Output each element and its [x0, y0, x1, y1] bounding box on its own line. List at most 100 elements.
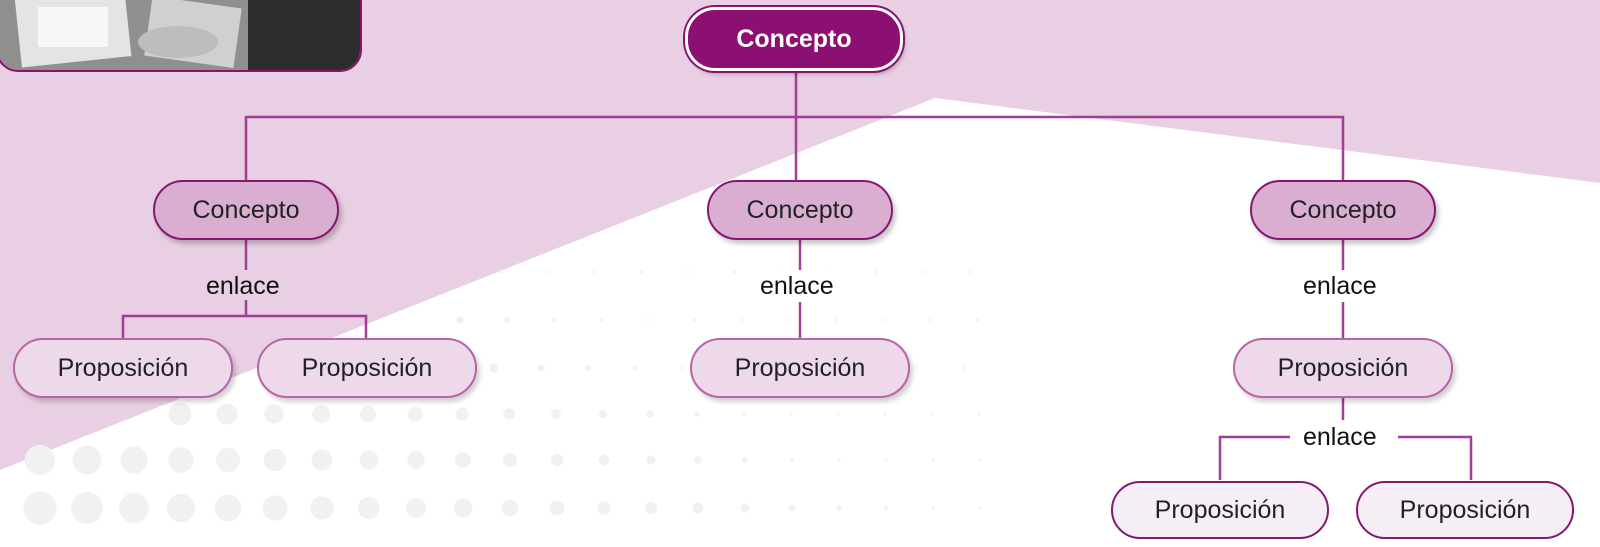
proposition-node-2: Proposición	[690, 338, 910, 398]
link-label-1: enlace	[206, 272, 280, 300]
decorative-dot	[644, 501, 658, 515]
decorative-dot	[639, 270, 643, 274]
link-label-2: enlace	[754, 271, 840, 301]
decorative-dot	[71, 492, 103, 524]
decorative-dot	[742, 412, 746, 416]
decorative-dot	[598, 454, 610, 466]
decorative-dot	[551, 317, 557, 323]
decorative-dot	[693, 318, 697, 322]
decorative-dot	[537, 364, 545, 372]
decorative-dot	[120, 446, 148, 474]
decorative-dot	[686, 270, 690, 274]
decorative-dot	[836, 412, 840, 416]
decorative-dot	[881, 318, 885, 322]
decorative-dot	[262, 495, 288, 521]
root-concept: Concepto	[685, 7, 903, 71]
prop-bus-1	[121, 314, 368, 338]
proposition-node-1b: Proposición	[257, 338, 477, 398]
decorative-dot	[599, 318, 603, 322]
decorative-dot	[407, 451, 425, 469]
decorative-dot	[931, 458, 935, 462]
decorative-dot	[264, 404, 284, 424]
decorative-dot	[978, 506, 982, 510]
sub-link-label: enlace	[1297, 422, 1383, 452]
decorative-dot	[740, 318, 744, 322]
decorative-dot	[312, 405, 330, 423]
decorative-dot	[874, 270, 878, 274]
decorative-dot	[883, 412, 887, 416]
decorative-dot	[977, 412, 981, 416]
decorative-dot	[733, 270, 737, 274]
decorative-dot	[921, 270, 925, 274]
decorative-dot	[502, 452, 518, 468]
decorative-dot	[915, 366, 919, 370]
decorative-dot	[788, 504, 796, 512]
concept-node-2: Concepto	[707, 180, 893, 240]
decorative-dot	[216, 403, 238, 425]
decorative-dot	[549, 500, 565, 516]
decorative-dot	[592, 270, 596, 274]
decorative-dot	[455, 407, 469, 421]
decorative-dot	[489, 363, 499, 373]
decorative-dot	[741, 456, 749, 464]
decorative-dot	[597, 501, 611, 515]
decorative-dot	[24, 444, 56, 476]
decorative-dot	[504, 317, 510, 323]
decorative-dot	[632, 365, 638, 371]
decorative-dot	[214, 494, 242, 522]
sub-prop-bus-right	[1398, 435, 1473, 480]
decorative-dot	[968, 270, 972, 274]
decorative-dot	[550, 453, 564, 467]
decorative-dot	[545, 270, 549, 274]
decorative-dot	[118, 492, 150, 524]
decorative-dot	[928, 318, 932, 322]
decorative-dot	[407, 406, 423, 422]
decorative-dot	[455, 452, 471, 468]
decorative-dot	[789, 412, 793, 416]
decorative-dot	[680, 366, 684, 370]
decorative-dot	[23, 491, 57, 525]
sub-proposition-node-b: Proposición	[1356, 481, 1574, 539]
decorative-dot	[931, 506, 935, 510]
decorative-dot	[72, 445, 102, 475]
decorative-dot	[263, 448, 287, 472]
decorative-dot	[498, 270, 502, 274]
decorative-dot	[884, 506, 888, 510]
photo-thumbnail	[0, 0, 362, 72]
decorative-dot	[694, 456, 702, 464]
decorative-dot	[168, 447, 194, 473]
decorative-dot	[978, 458, 982, 462]
decorative-dot	[646, 318, 650, 322]
decorative-dot	[740, 503, 750, 513]
decorative-dot	[359, 405, 377, 423]
decorative-dot	[456, 316, 464, 324]
root-branch-bus	[244, 115, 1345, 180]
decorative-dot	[694, 411, 700, 417]
decorative-dot	[646, 455, 656, 465]
decorative-dot	[598, 409, 608, 419]
decorative-dot	[310, 496, 334, 520]
decorative-dot	[884, 458, 888, 462]
link-label-3: enlace	[1297, 271, 1383, 301]
decorative-dot	[585, 365, 591, 371]
decorative-dot	[501, 499, 519, 517]
decorative-dot	[216, 448, 240, 472]
decorative-dot	[311, 449, 333, 471]
decorative-dot	[837, 458, 841, 462]
decorative-dot	[453, 498, 473, 518]
decorative-dot	[646, 410, 654, 418]
decorative-dot	[359, 450, 379, 470]
sub-proposition-node-a: Proposición	[1111, 481, 1329, 539]
decorative-dot	[836, 505, 842, 511]
decorative-dot	[405, 497, 427, 519]
decorative-dot	[503, 408, 515, 420]
decorative-dot	[975, 318, 979, 322]
decorative-dot	[789, 457, 795, 463]
decorative-dot	[834, 318, 838, 322]
dot-pattern	[23, 270, 982, 525]
decorative-dot	[168, 402, 192, 426]
decorative-dot	[551, 409, 561, 419]
photo-image	[0, 0, 360, 70]
decorative-dot	[692, 502, 704, 514]
